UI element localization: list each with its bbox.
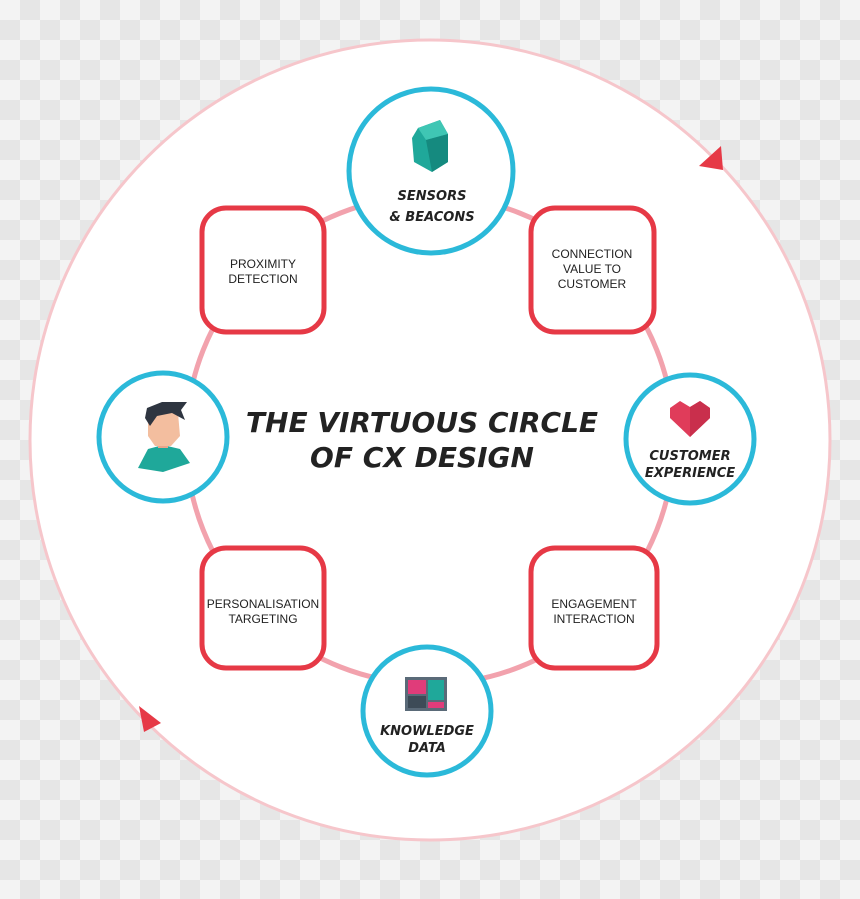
node-label: KNOWLEDGE	[380, 724, 474, 739]
node-label: SENSORS	[398, 189, 467, 204]
node-sensors-beacons: SENSORS & BEACONS	[346, 86, 516, 256]
box-label: PROXIMITY	[230, 257, 296, 271]
box-personalisation-targeting: PERSONALISATION TARGETING	[199, 545, 327, 671]
node-label: EXPERIENCE	[645, 466, 735, 481]
node-knowledge-data: KNOWLEDGE DATA	[360, 644, 494, 778]
node-label: & BEACONS	[389, 210, 474, 225]
box-label: DETECTION	[228, 272, 297, 286]
box-label: TARGETING	[228, 612, 297, 626]
person-avatar-icon	[138, 402, 190, 472]
node-person	[96, 370, 230, 504]
node-customer-experience: CUSTOMER EXPERIENCE	[623, 372, 757, 506]
heart-icon	[670, 401, 710, 437]
diagram-title-line1: THE VIRTUOUS CIRCLE	[246, 406, 598, 439]
box-label: VALUE TO	[563, 262, 621, 276]
box-connection-value: CONNECTION VALUE TO CUSTOMER	[528, 205, 657, 335]
box-label: CONNECTION	[552, 247, 633, 261]
node-label: CUSTOMER	[649, 449, 730, 464]
cycle-arrow-icon	[139, 706, 161, 732]
cycle-arrow-icon	[699, 146, 723, 170]
box-engagement-interaction: ENGAGEMENT INTERACTION	[528, 545, 660, 671]
diagram-title-line2: OF CX DESIGN	[310, 441, 534, 474]
box-proximity-detection: PROXIMITY DETECTION	[199, 205, 327, 335]
box-label: PERSONALISATION	[207, 597, 319, 611]
box-label: INTERACTION	[553, 612, 634, 626]
box-label: ENGAGEMENT	[551, 597, 637, 611]
dashboard-icon	[405, 677, 447, 711]
node-label: DATA	[408, 741, 446, 756]
box-label: CUSTOMER	[558, 277, 627, 291]
beacon-icon	[412, 120, 448, 172]
